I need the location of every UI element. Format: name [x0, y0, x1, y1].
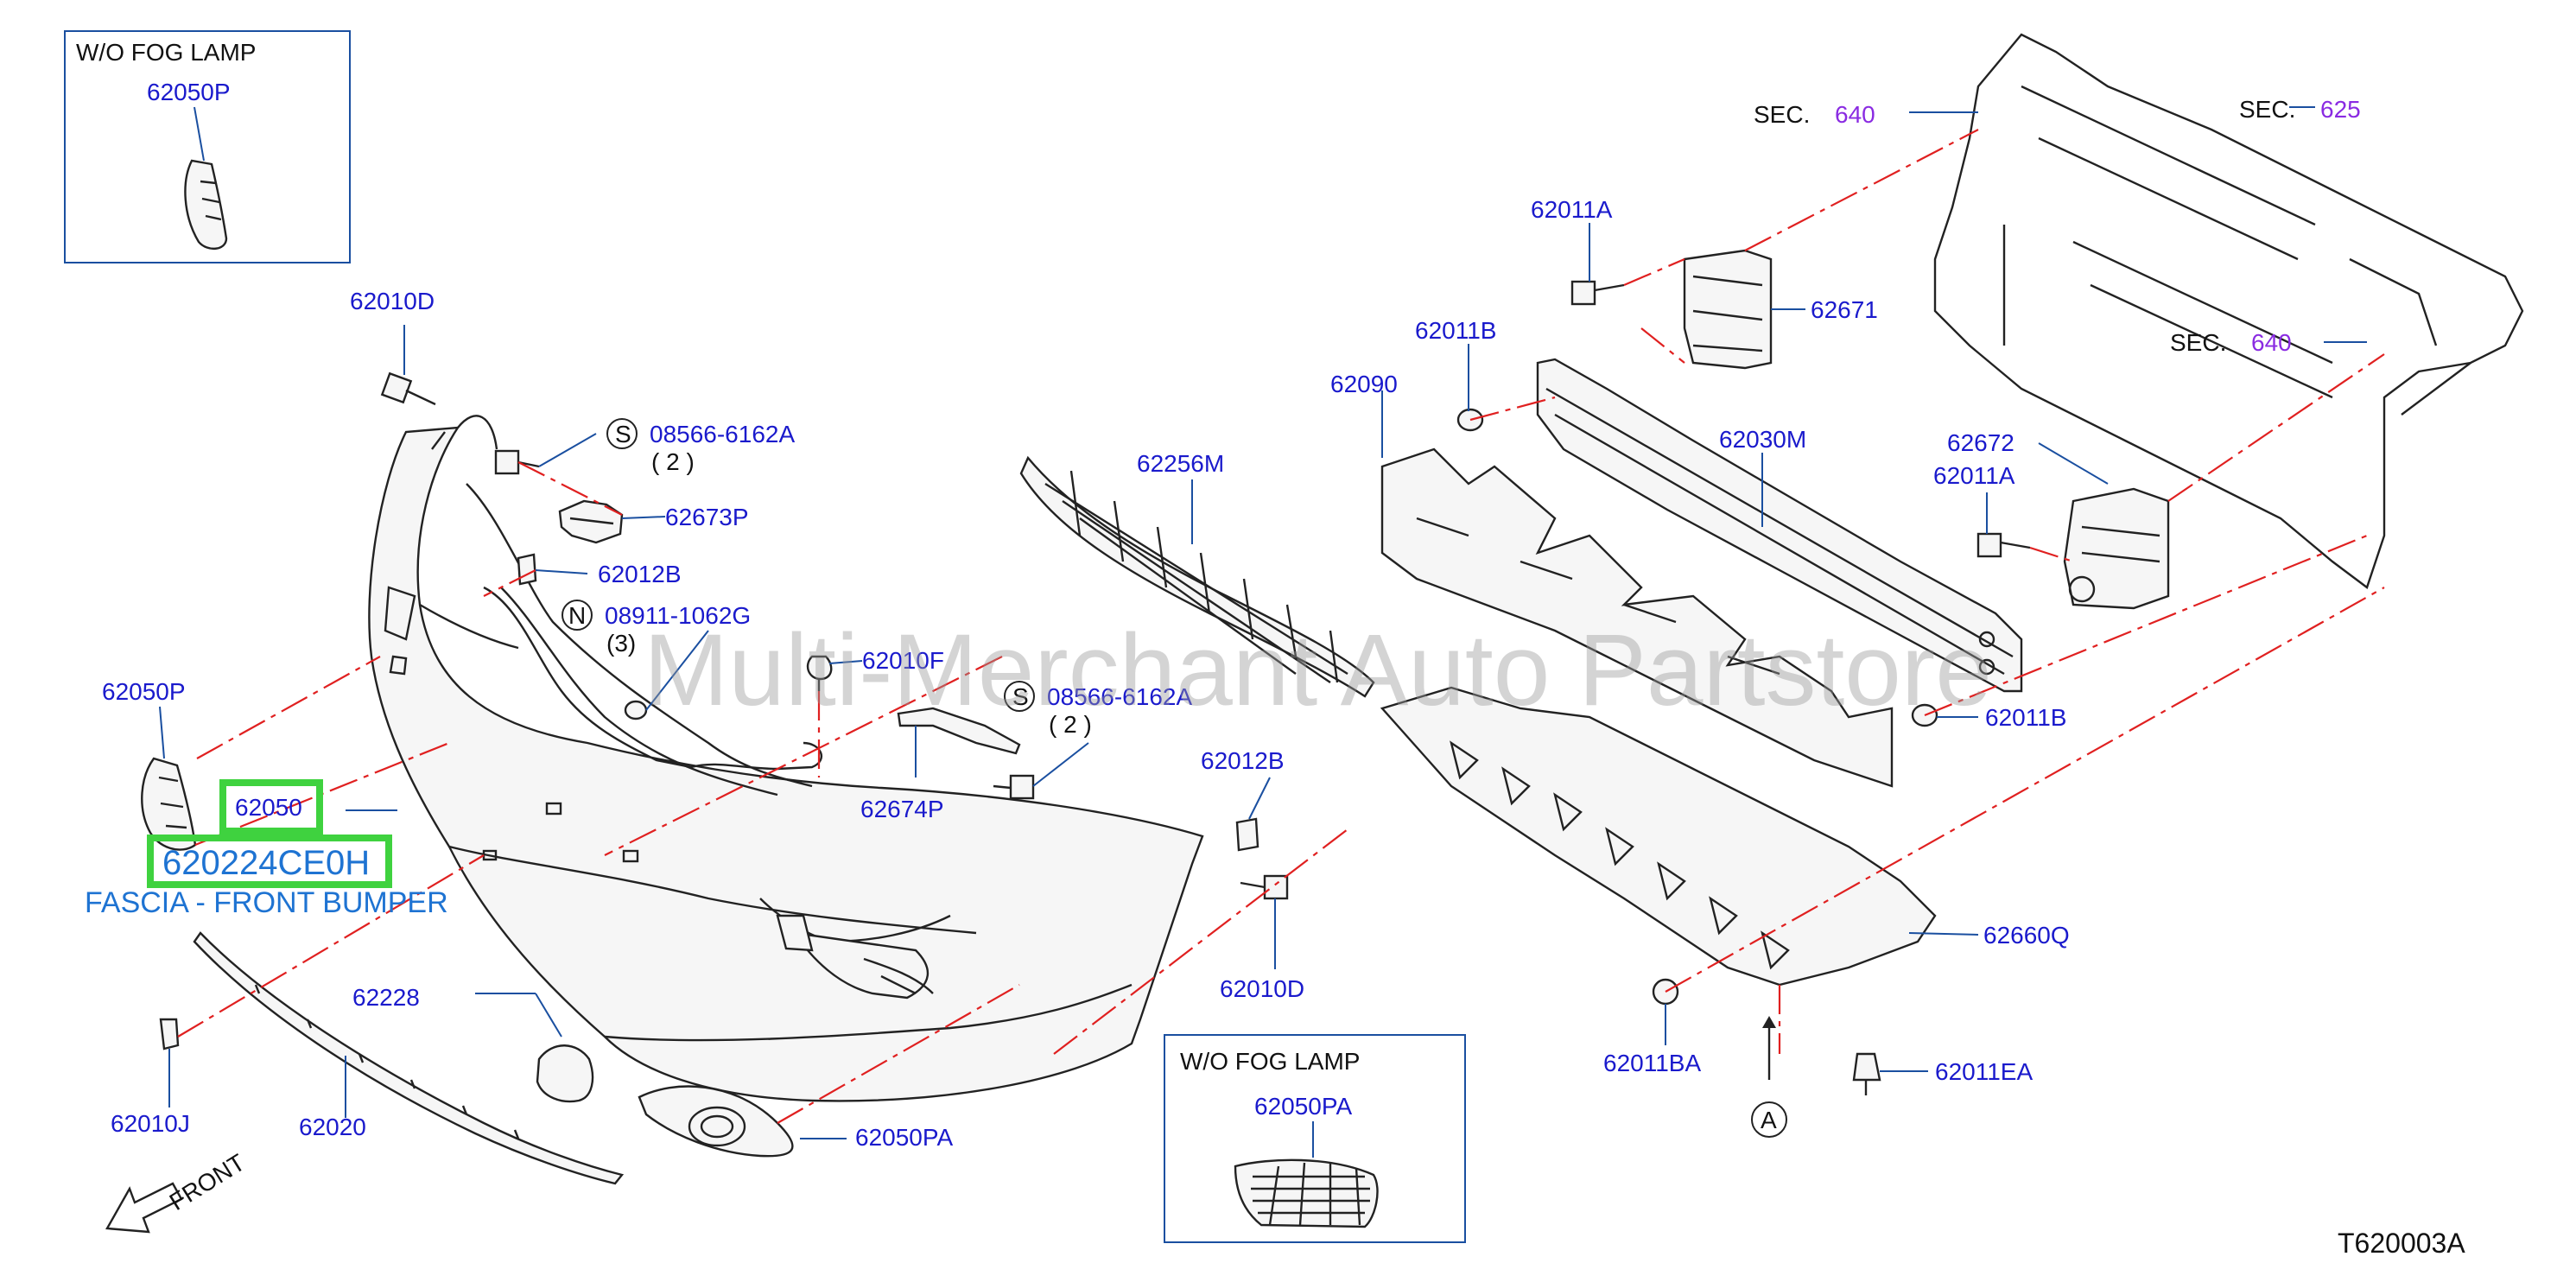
leader-lines [159, 106, 2367, 1139]
symbol-s-circle-mid [1004, 681, 1035, 712]
splash-shield-part [1380, 686, 1937, 987]
part-label-62011B-mid[interactable]: 62011B [1985, 704, 2066, 731]
section-references: SEC. 640 SEC. 625 SEC. 640 [1754, 96, 2361, 356]
section-ref-2-prefix: SEC. [2239, 96, 2295, 123]
part-label-62671[interactable]: 62671 [1811, 296, 1878, 323]
symbol-n-circle [562, 600, 593, 631]
section-ref-1-num[interactable]: 640 [1835, 101, 1875, 128]
part-label-62010F[interactable]: 62010F [862, 647, 944, 674]
fog-lamp-bezel-part [638, 1085, 794, 1158]
symbol-s-circle [606, 418, 638, 449]
quantity-08566-top: ( 2 ) [651, 448, 695, 475]
inset-bottom-title: W/O FOG LAMP [1180, 1048, 1360, 1075]
quantity-08911: (3) [606, 630, 636, 657]
part-label-62660Q[interactable]: 62660Q [1983, 922, 2070, 949]
part-label-62090[interactable]: 62090 [1330, 371, 1398, 397]
clip-62012B-mid-part [1235, 817, 1259, 852]
inset-without-fog-lamp-bottom: W/O FOG LAMP 62050PA [1164, 1034, 1466, 1243]
symbol-a-circle [1751, 1101, 1787, 1138]
part-label-62011A-mid[interactable]: 62011A [1933, 462, 2015, 489]
part-label-62673P[interactable]: 62673P [665, 504, 749, 530]
upper-retainer-part [483, 586, 823, 771]
part-label-62011BA[interactable]: 62011BA [1603, 1050, 1701, 1076]
bolt-62011A-top-part [1570, 280, 1625, 306]
fog-lamp-cover-inset-part [184, 159, 228, 250]
part-label-62256M[interactable]: 62256M [1137, 450, 1224, 477]
clip-62010F-part [806, 655, 833, 691]
arrow-to-A [1762, 1016, 1776, 1080]
symbol-s-mid: S [1012, 683, 1029, 710]
part-label-62011B-top[interactable]: 62011B [1415, 317, 1496, 344]
bolt-62010D-bot-part [1240, 874, 1289, 900]
part-label-62010J[interactable]: 62010J [111, 1110, 190, 1137]
highlighted-part-description: FASCIA - FRONT BUMPER [85, 886, 448, 919]
part-label-62012B-top[interactable]: 62012B [598, 561, 682, 587]
symbol-n: N [568, 602, 586, 629]
part-label-08566-top[interactable]: 08566-6162A [650, 421, 795, 447]
symbol-a: A [1761, 1107, 1777, 1133]
part-label-62020[interactable]: 62020 [299, 1114, 366, 1140]
diagram-code: T620003A [2338, 1228, 2465, 1259]
bolt-08566-mid-part [993, 774, 1035, 800]
highlighted-part-number[interactable]: 620224CE0H [162, 844, 370, 882]
clip-62010J-part [159, 1018, 180, 1050]
radiator-core-support-part [1933, 33, 2524, 589]
bracket-62672-part [2063, 487, 2170, 610]
bumper-reinforcement-part [1536, 358, 2023, 693]
part-labels: 62010D S 08566-6162A ( 2 ) 62673P 62012B… [102, 196, 2070, 1151]
section-ref-3-prefix: SEC. [2170, 329, 2226, 356]
symbol-s: S [615, 421, 631, 447]
tow-hook-cover-part [536, 1044, 594, 1103]
part-label-62010D-top[interactable]: 62010D [350, 288, 435, 314]
section-ref-3-num[interactable]: 640 [2251, 329, 2292, 356]
highlight-box-part-number [147, 835, 392, 888]
highlighted-part: 62050 620224CE0H FASCIA - FRONT BUMPER [85, 779, 448, 919]
part-label-08566-mid[interactable]: 08566-6162A [1047, 683, 1192, 710]
bracket-62674P-part [897, 707, 1021, 755]
front-label: FRONT [165, 1149, 250, 1215]
bracket-62671-part [1683, 249, 1773, 370]
bolt-62011A-mid-part [1976, 532, 2031, 558]
part-label-62228[interactable]: 62228 [352, 984, 420, 1011]
watermark: Multi-Merchant Auto Partstore [644, 613, 1992, 727]
energy-absorber-part [1380, 447, 1894, 788]
fog-lamp-cover-left-part [141, 757, 197, 851]
lower-grille-molding-part [193, 931, 625, 1185]
bracket-62673P-part [558, 499, 624, 544]
clip-62011EA-part [1852, 1052, 1881, 1095]
part-label-62011EA[interactable]: 62011EA [1935, 1058, 2033, 1085]
front-arrow-icon [105, 1182, 183, 1234]
front-bumper-fascia-part [368, 415, 1204, 1102]
part-label-62050P-inset[interactable]: 62050P [147, 79, 231, 105]
fog-lamp-cover-grille-inset-part [1234, 1158, 1379, 1228]
part-label-62050PA-inset[interactable]: 62050PA [1254, 1093, 1352, 1120]
part-label-62012B-mid[interactable]: 62012B [1201, 747, 1285, 774]
bolt-62010D-top-part [380, 371, 436, 406]
quantity-08566-mid: ( 2 ) [1049, 711, 1092, 738]
inset-without-fog-lamp-top: W/O FOG LAMP 62050P [64, 30, 351, 263]
section-ref-2-num[interactable]: 625 [2320, 96, 2361, 123]
front-direction-indicator: FRONT [105, 1149, 250, 1234]
section-ref-1-prefix: SEC. [1754, 101, 1810, 128]
highlight-box-62050 [219, 779, 323, 835]
part-label-62030M[interactable]: 62030M [1719, 426, 1806, 453]
clip-62012B-top-part [517, 553, 537, 586]
part-label-62050[interactable]: 62050 [235, 794, 302, 821]
part-label-08911[interactable]: 08911-1062G [605, 602, 751, 629]
part-label-62050PA[interactable]: 62050PA [855, 1124, 953, 1151]
part-label-62674P[interactable]: 62674P [860, 796, 944, 822]
part-label-62672[interactable]: 62672 [1947, 429, 2014, 456]
inset-title: W/O FOG LAMP [76, 39, 256, 66]
part-label-62011A-top[interactable]: 62011A [1531, 196, 1613, 223]
lower-grille-mesh-part [1019, 455, 1375, 698]
part-label-62050P[interactable]: 62050P [102, 678, 186, 705]
part-label-62010D-bot[interactable]: 62010D [1220, 975, 1304, 1002]
